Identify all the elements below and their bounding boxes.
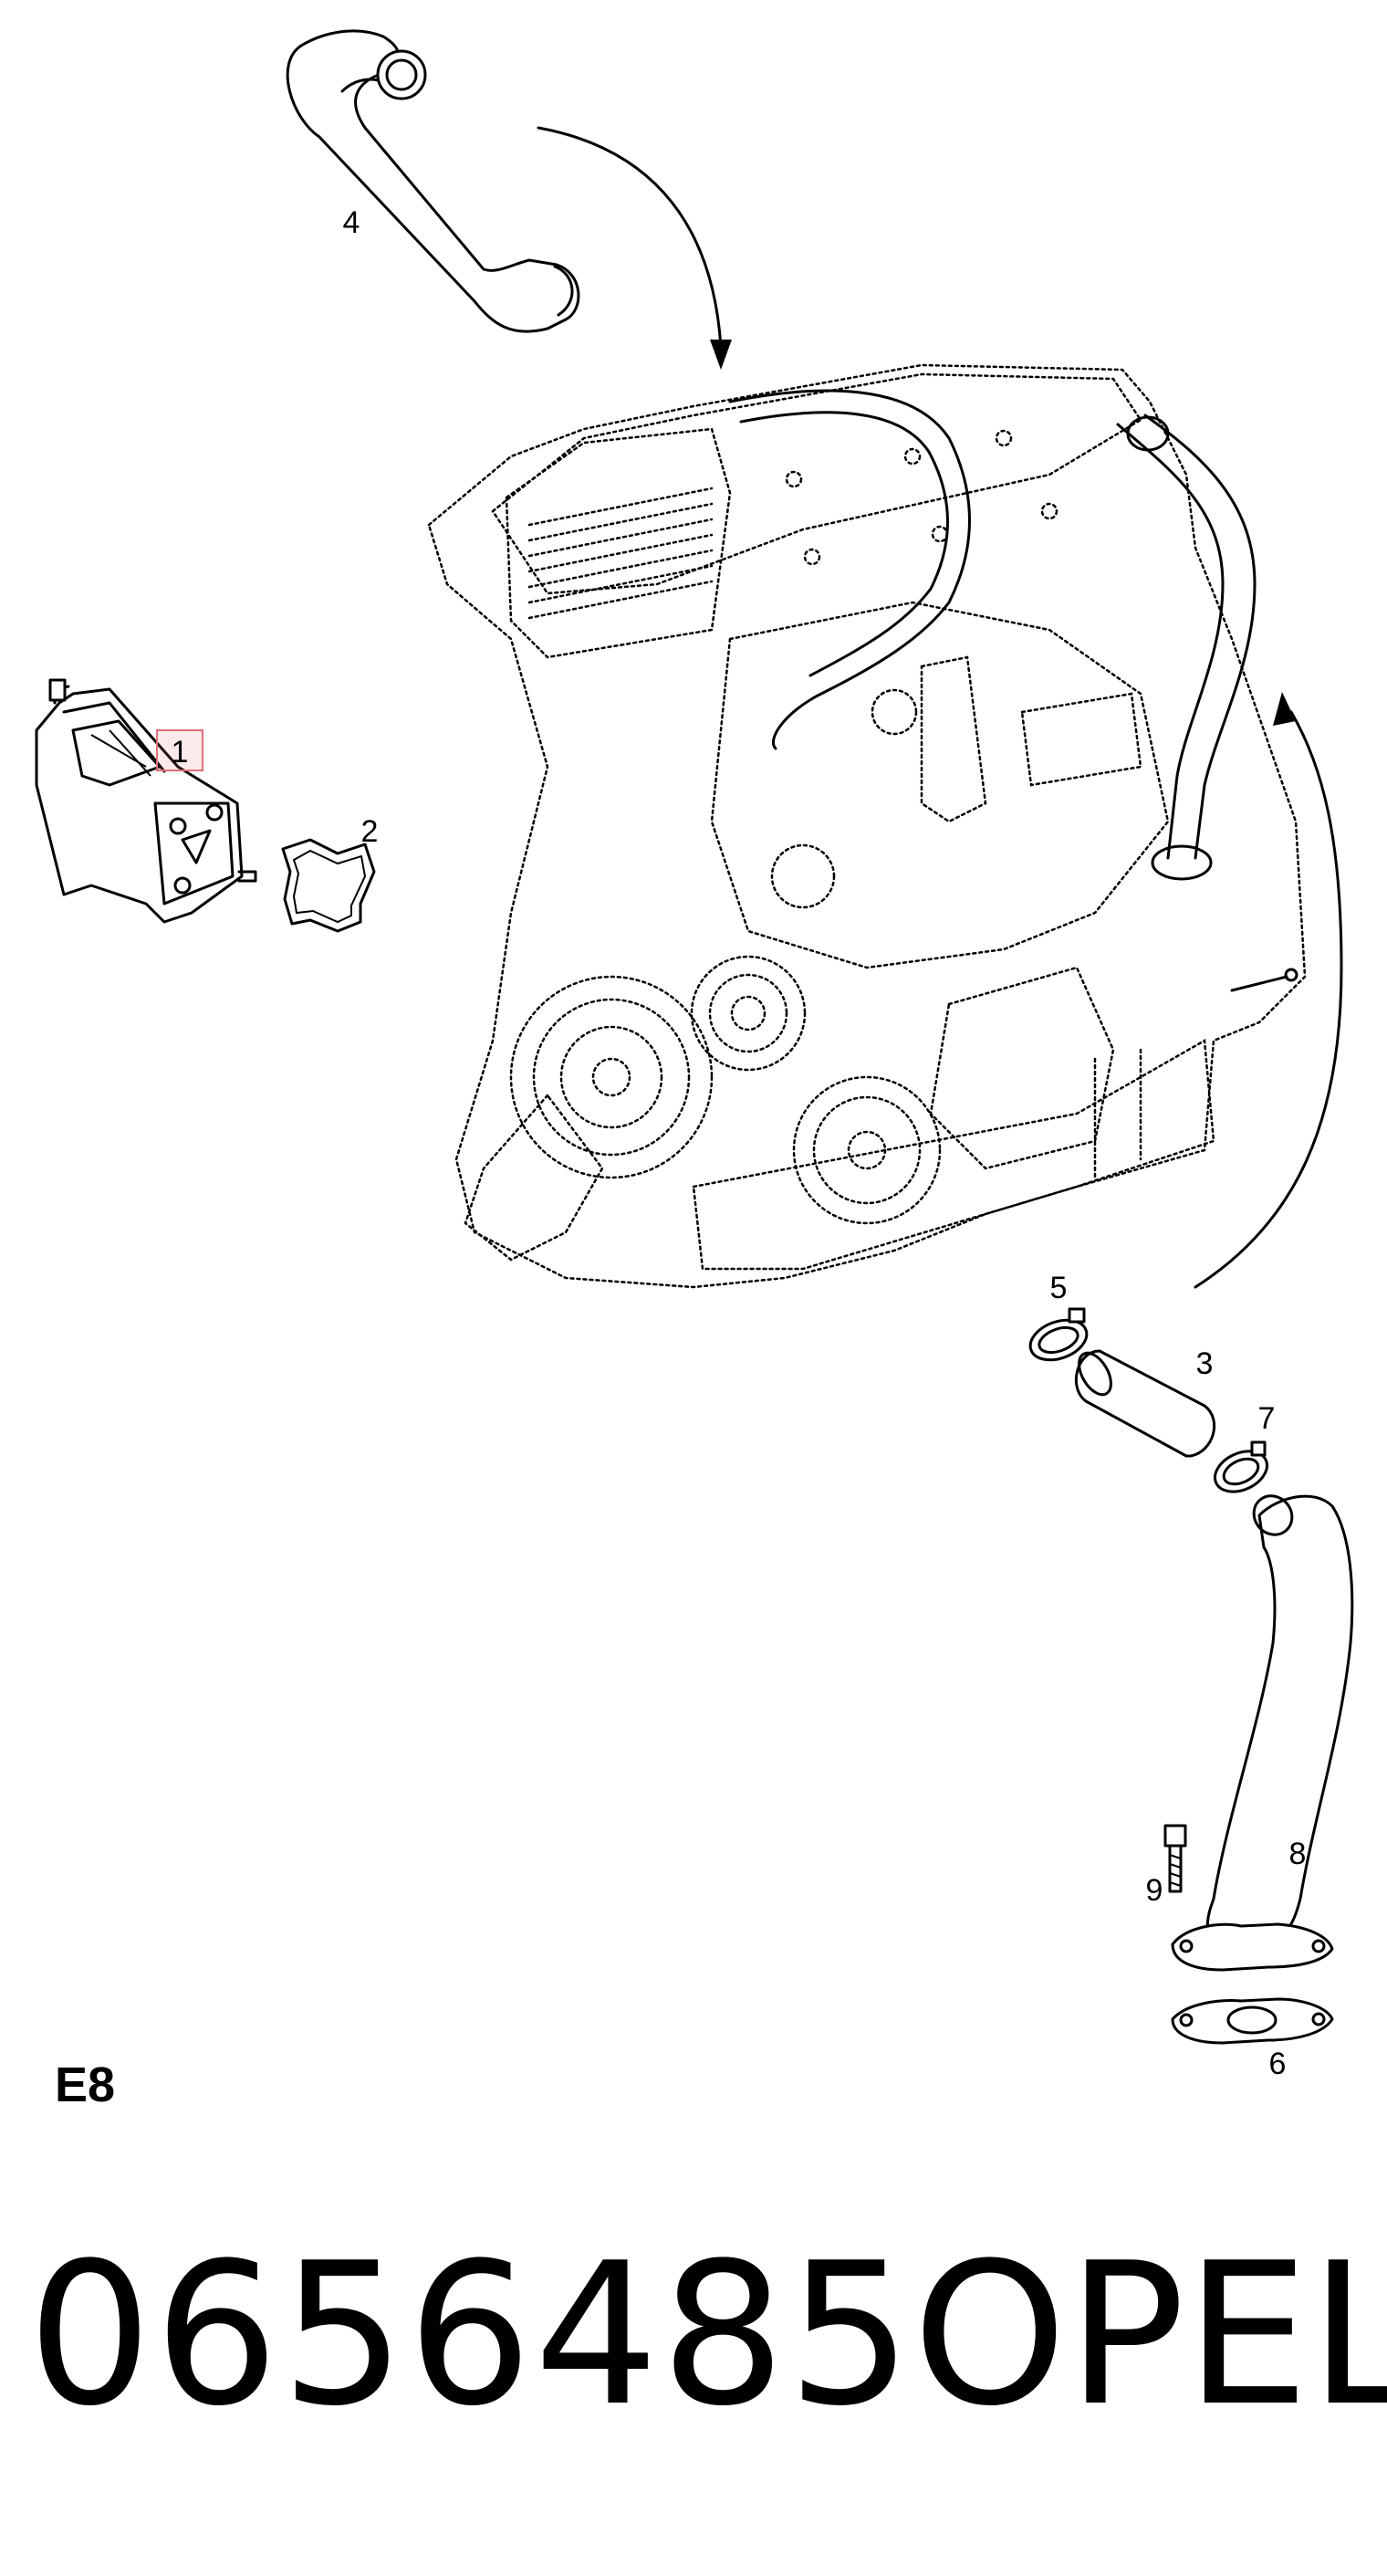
flange-gasket-part-6 [1171, 1997, 1334, 2045]
bolt-part-9 [1163, 1824, 1187, 1893]
part-number: 0656485 [27, 2220, 914, 2449]
brand-name: OPEL [912, 2220, 1387, 2449]
callout-3[interactable]: 3 [1196, 1346, 1214, 1381]
callout-4[interactable]: 4 [343, 205, 360, 240]
callout-9[interactable]: 9 [1146, 1873, 1163, 1908]
hose-clamp-part-7 [1214, 1440, 1268, 1493]
callout-8[interactable]: 8 [1289, 1837, 1307, 1871]
assembly-arrow-top [537, 126, 732, 370]
callout-5[interactable]: 5 [1050, 1271, 1068, 1305]
callout-1[interactable]: 1 [172, 735, 189, 770]
callout-2[interactable]: 2 [361, 814, 379, 849]
hose-upper-part-4 [286, 29, 580, 333]
pipe-part-8 [1171, 1494, 1354, 1972]
highlight-box-part-1 [156, 729, 203, 771]
hose-short-part-3 [1074, 1349, 1216, 1458]
engine-block-drawing [427, 363, 1307, 1289]
hose-clamp-part-5 [1028, 1307, 1089, 1362]
gasket-part-2 [281, 838, 376, 933]
assembly-arrow-right [1194, 692, 1343, 1289]
callout-6[interactable]: 6 [1269, 2047, 1287, 2081]
section-code: E8 [55, 2058, 115, 2112]
callout-7[interactable]: 7 [1258, 1401, 1276, 1436]
thermostat-housing-part-1 [35, 678, 257, 924]
